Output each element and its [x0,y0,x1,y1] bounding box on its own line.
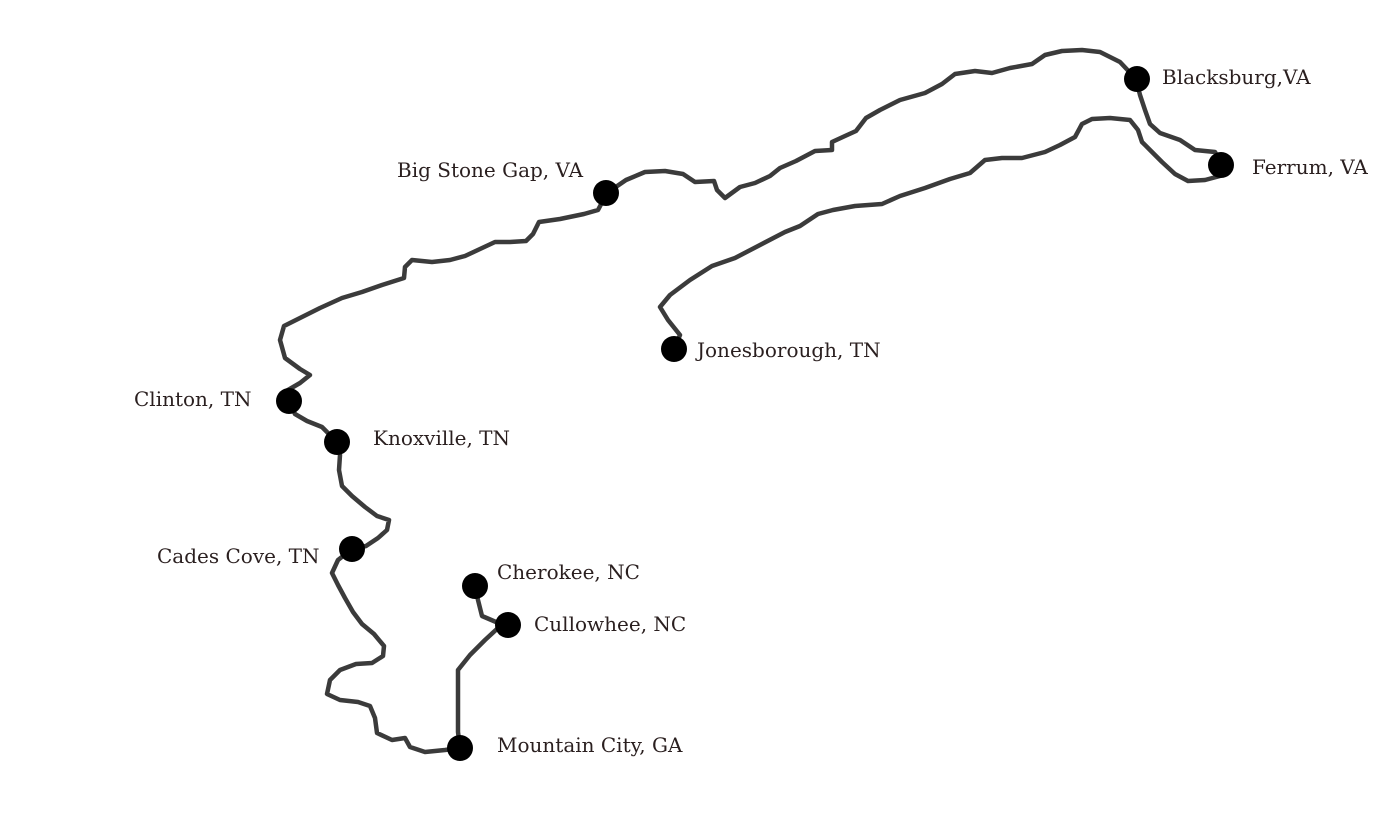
stop-label: Big Stone Gap, VA [397,158,584,182]
stop-label: Knoxville, TN [373,426,510,450]
stop-blacksburg[interactable]: Blacksburg,VA [1124,65,1311,92]
stop-label: Cullowhee, NC [534,612,686,636]
stop-knoxville[interactable]: Knoxville, TN [324,426,510,455]
stop-label: Blacksburg,VA [1162,65,1311,89]
stop-mountain-city[interactable]: Mountain City, GA [447,733,683,761]
clinton-marker-icon [276,388,302,414]
stop-label: Mountain City, GA [497,733,683,757]
blacksburg-marker-icon [1124,66,1150,92]
cullowhee-marker-icon [495,612,521,638]
stop-clinton[interactable]: Clinton, TN [134,387,302,414]
big-stone-gap-marker-icon [593,180,619,206]
cherokee-marker-icon [462,573,488,599]
stop-label: Clinton, TN [134,387,252,411]
ferrum-marker-icon [1208,152,1234,178]
stop-label: Cherokee, NC [497,560,640,584]
route-line [277,47,1225,755]
stop-label: Ferrum, VA [1252,155,1368,179]
stop-cherokee[interactable]: Cherokee, NC [462,560,640,599]
stop-label: Cades Cove, TN [157,544,320,568]
stop-jonesborough[interactable]: Jonesborough, TN [661,336,881,362]
jonesborough-marker-icon [661,336,687,362]
stop-ferrum[interactable]: Ferrum, VA [1208,152,1368,179]
mountain-city-marker-icon [447,735,473,761]
stop-cullowhee[interactable]: Cullowhee, NC [495,612,686,638]
cades-cove-marker-icon [339,536,365,562]
stop-big-stone-gap[interactable]: Big Stone Gap, VA [397,158,619,206]
stop-cades-cove[interactable]: Cades Cove, TN [157,536,365,568]
knoxville-marker-icon [324,429,350,455]
stop-label: Jonesborough, TN [695,338,881,362]
